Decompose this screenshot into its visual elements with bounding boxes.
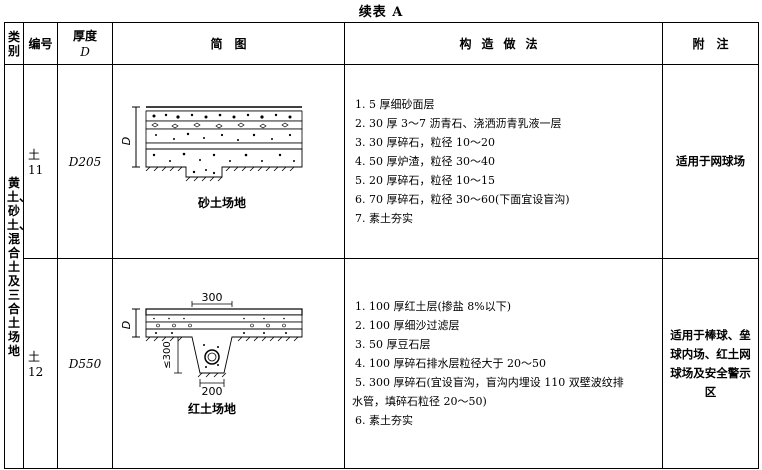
row-number: 土 12 <box>23 258 58 469</box>
method-step: 2. 30 厚 3～7 沥青石、浇洒沥青乳液一层 <box>355 117 562 130</box>
table-row: 土 12 D550 D <box>5 258 759 469</box>
category-cell: 黄土、砂土、混合土及三合土场地 <box>4 64 31 469</box>
diagram-dim-300: 300 <box>201 291 222 304</box>
method-step: 2. 100 厚细沙过滤层 <box>355 319 460 332</box>
method-cell: 1. 100 厚红土层(掺盐 8%以下) 2. 100 厚细沙过滤层 3. 50… <box>344 258 663 469</box>
diagram-dim-d: D <box>120 320 133 328</box>
method-step: 6. 素土夯实 <box>355 414 413 427</box>
header-thickness-label: 厚度 <box>72 28 97 43</box>
clay-court-section-diagram: D <box>120 291 303 416</box>
header-category: 类别 <box>4 22 24 65</box>
diagram-caption: 红土场地 <box>187 401 235 416</box>
diagram-cell: D <box>112 64 345 259</box>
note-cell: 适用于棒球、垒球内场、红土网球场及安全警示区 <box>662 258 759 469</box>
header-thickness-symbol: D <box>80 44 90 59</box>
method-step: 6. 70 厚碎石，粒径 30～60(下面宜设盲沟) <box>355 193 570 206</box>
header-number: 编号 <box>23 22 58 65</box>
header-diagram: 简 图 <box>112 22 345 65</box>
method-step: 3. 30 厚碎石，粒径 10～20 <box>355 136 495 149</box>
method-step: 5. 20 厚碎石，粒径 10～15 <box>355 174 495 187</box>
diagram-cell: D <box>112 258 345 469</box>
note-cell: 适用于网球场 <box>662 64 759 259</box>
header-note: 附 注 <box>662 22 759 65</box>
diagram-dim-d: D <box>120 136 133 144</box>
method-step: 4. 100 厚碎石排水层粒径大于 20～50 <box>355 357 546 370</box>
table-row: 黄土、砂土、混合土及三合土场地 土 11 D205 D <box>4 64 759 469</box>
sand-court-section-diagram: D <box>120 105 302 210</box>
method-step: 3. 50 厚豆石层 <box>355 338 431 351</box>
diagram-caption: 砂土场地 <box>196 195 245 210</box>
method-step: 1. 100 厚红土层(掺盐 8%以下) <box>355 300 512 313</box>
header-row: 类别 编号 厚度 D 简 图 构造做法 附 注 <box>4 22 759 65</box>
diagram-dim-le300: ≤300 <box>162 341 173 368</box>
page-title: 续表 A <box>358 5 404 20</box>
method-step: 5. 300 厚碎石(宜设盲沟，盲沟内埋设 110 双壁波纹排 <box>355 376 624 389</box>
row-thickness: D550 <box>57 258 113 469</box>
method-step: 1. 5 厚细砂面层 <box>355 98 435 111</box>
header-thickness: 厚度 D <box>57 22 113 65</box>
header-method: 构造做法 <box>344 22 663 65</box>
construction-table: 类别 编号 厚度 D 简 图 构造做法 附 注 黄土、砂土、混合土及三合土场地 … <box>4 22 759 469</box>
method-step: 7. 素土夯实 <box>355 212 413 225</box>
row-number: 土 11 <box>23 64 58 259</box>
method-step: 4. 50 厚炉渣，粒径 30～40 <box>355 155 495 168</box>
diagram-dim-200: 200 <box>201 385 222 398</box>
row-thickness: D205 <box>57 64 113 259</box>
method-step-continued: 水管，填碎石粒径 20～50) <box>352 395 487 408</box>
method-cell: 1. 5 厚细砂面层 2. 30 厚 3～7 沥青石、浇洒沥青乳液一层 3. 3… <box>344 64 663 259</box>
